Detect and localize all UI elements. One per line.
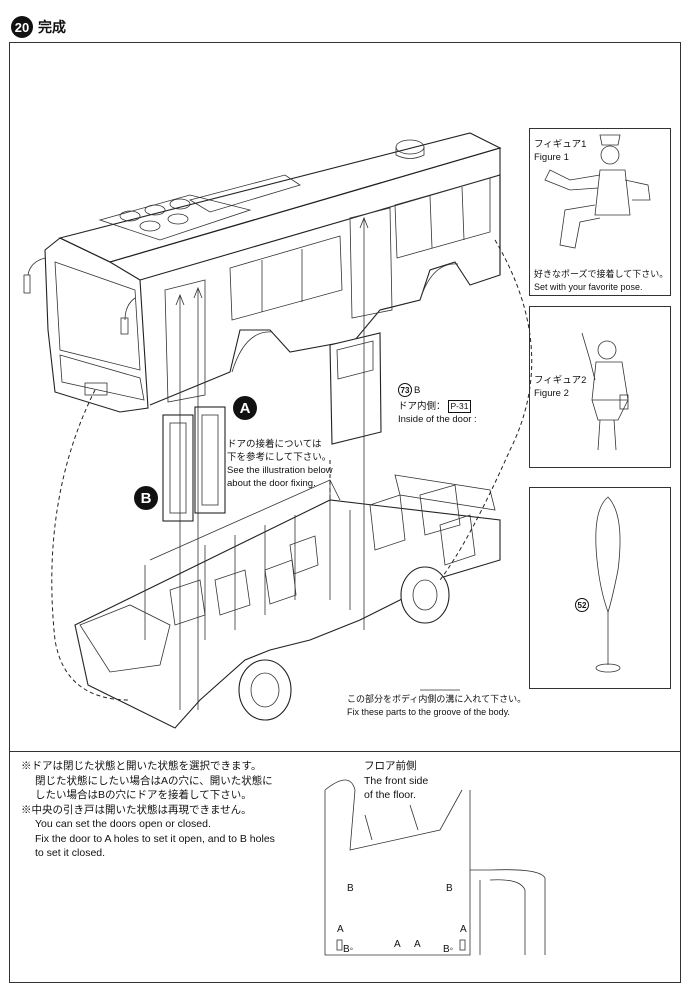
bus-chassis bbox=[74, 474, 501, 729]
figure1-caption-jp: 好きなポーズで接着して下さい。 bbox=[534, 269, 669, 279]
door-note: ドアの接着については 下を参考にして下さい。 See the illustrat… bbox=[227, 439, 333, 489]
label-a-badge: A bbox=[233, 396, 257, 420]
bus-body bbox=[23, 132, 502, 413]
part-number-73: 73 bbox=[398, 383, 412, 397]
step-title: 完成 bbox=[38, 19, 66, 35]
floor-label: フロア前側 The front side of the floor. bbox=[364, 760, 429, 801]
page-ref: P-31 bbox=[447, 400, 472, 413]
figure1-box bbox=[529, 128, 671, 296]
figure2-illustration bbox=[581, 332, 629, 451]
outer-frame bbox=[9, 42, 681, 983]
hole-a-left: A bbox=[337, 924, 344, 935]
label-b-badge: B bbox=[134, 486, 158, 510]
dashed-leader-front bbox=[51, 389, 131, 701]
hole-a-right: A bbox=[460, 924, 467, 935]
hole-b-bottom-left: B◦ bbox=[343, 944, 354, 955]
floor-diagram bbox=[324, 779, 546, 956]
figure1-label-en: Figure 1 bbox=[534, 152, 569, 163]
dashed-leader-rear bbox=[439, 239, 533, 581]
figure1-illustration bbox=[544, 134, 651, 249]
figure2-label-en: Figure 2 bbox=[534, 388, 569, 399]
figure1-label-jp: フィギュア1 bbox=[534, 139, 587, 150]
hole-b-bottom-right: B◦ bbox=[443, 944, 454, 955]
figure2-label-jp: フィギュア2 bbox=[534, 375, 587, 386]
figure2-box bbox=[529, 306, 671, 468]
door-inside-jp: ドア内側：P-31 bbox=[398, 400, 472, 413]
step-number-badge: 20 bbox=[11, 16, 33, 38]
groove-note-en: Fix these parts to the groove of the bod… bbox=[347, 707, 510, 717]
hole-b-left: B bbox=[347, 883, 354, 894]
figure1-caption-en: Set with your favorite pose. bbox=[534, 282, 643, 292]
part-73-suffix: B bbox=[414, 385, 421, 396]
hole-a-center1: A bbox=[394, 939, 401, 950]
hole-a-center2: A bbox=[414, 939, 421, 950]
door-arrows bbox=[175, 216, 369, 710]
bottom-instructions: ※ドアは閉じた状態と開いた状態を選択できます。 閉じた状態にしたい場合はAの穴に… bbox=[21, 760, 275, 859]
groove-note-jp: この部分をボディ内側の溝に入れて下さい。 bbox=[347, 694, 527, 704]
sign-box bbox=[529, 487, 671, 689]
hole-b-right: B bbox=[446, 883, 453, 894]
section-divider bbox=[9, 751, 681, 752]
door-inside-en: Inside of the door : bbox=[398, 414, 477, 425]
door-panels bbox=[162, 332, 382, 522]
sign-stand-illustration bbox=[595, 496, 621, 673]
part-number-52: 52 bbox=[575, 598, 589, 612]
